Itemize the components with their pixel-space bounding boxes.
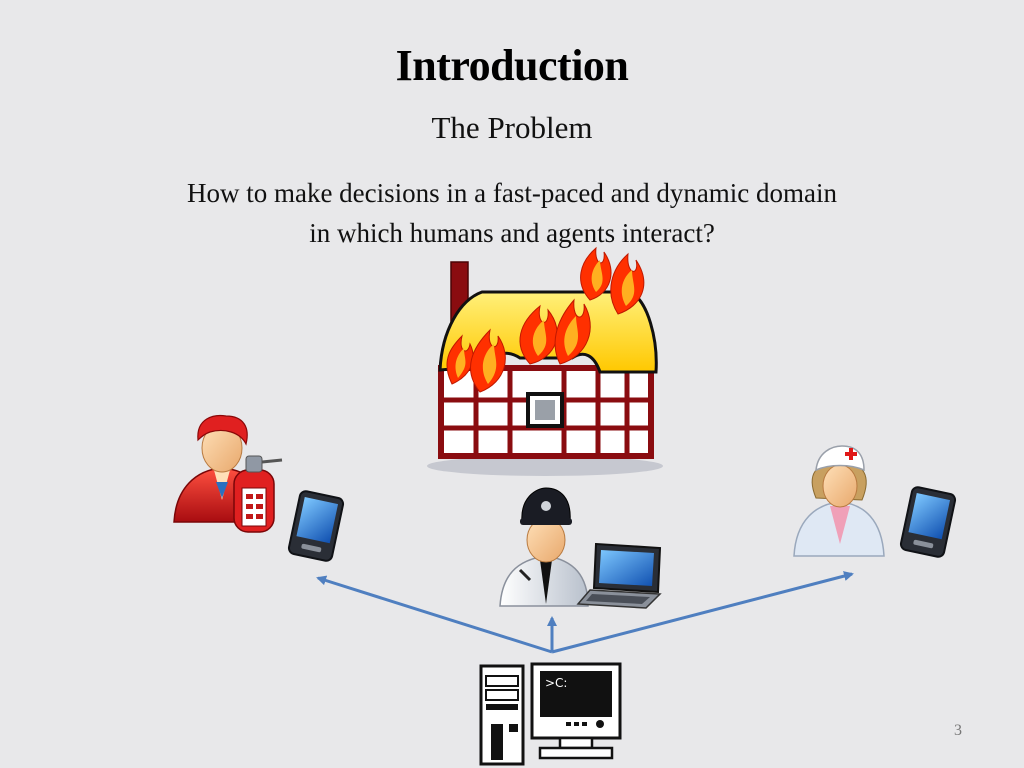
police-officer-icon (499, 487, 589, 607)
laptop-icon (576, 542, 662, 609)
pda-icon (899, 486, 957, 558)
question-line-1: How to make decisions in a fast-paced an… (186, 178, 838, 208)
desktop-computer-icon: >C: (479, 662, 622, 766)
question-line-2: in which humans and agents interact? (309, 218, 715, 248)
connection-arrows (316, 571, 854, 654)
arrow-to-firefighter (316, 575, 553, 654)
nurse-icon (793, 445, 885, 557)
slide-subtitle: The Problem (431, 110, 593, 145)
page-number: 3 (954, 722, 962, 739)
terminal-prompt: >C: (545, 676, 567, 690)
pda-icon (287, 490, 345, 562)
slide-title: Introduction (395, 41, 629, 90)
firefighter-icon (173, 414, 283, 533)
problem-question: How to make decisions in a fast-paced an… (0, 173, 1024, 253)
arrow-to-nurse (551, 571, 854, 654)
burning-house-icon (427, 246, 663, 476)
